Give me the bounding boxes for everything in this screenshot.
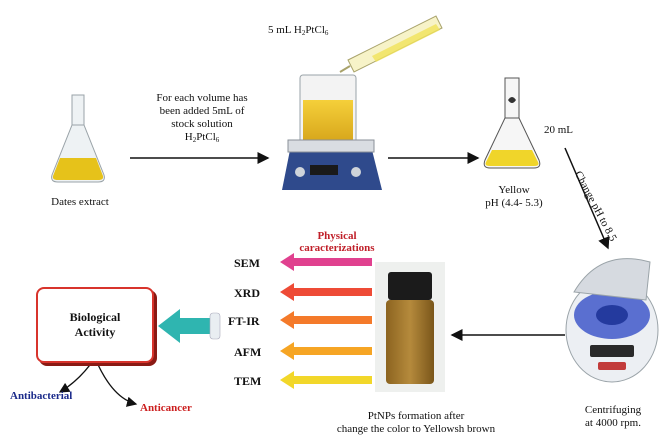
- ptnps-line-1: PtNPs formation after: [367, 410, 465, 422]
- hotplate-stirrer: [282, 74, 382, 190]
- centrifuge: [565, 258, 659, 383]
- centrifuge-line-1: Centrifuging: [584, 404, 642, 416]
- anticancer-label: Anticancer: [140, 402, 192, 414]
- volume-label: 20 mL: [544, 124, 574, 136]
- technique-tem: TEM: [234, 374, 262, 388]
- ptnps-line-2: change the color to Yellowsh brown: [336, 423, 496, 435]
- centrifuge-line-2: at 4000 rpm.: [585, 417, 641, 429]
- technique-arrow-1: [280, 253, 372, 271]
- technique-arrow-5: [280, 371, 372, 389]
- ptnps-vial: [375, 262, 445, 392]
- technique-afm: AFM: [234, 345, 262, 359]
- physical-characterizations-title: Physical caracterizations: [282, 230, 392, 254]
- physical-line-2: caracterizations: [299, 242, 375, 254]
- centrifuge-label: Centrifuging at 4000 rpm.: [566, 404, 660, 430]
- biological-activity-box: Biological Activity: [36, 287, 154, 363]
- yellow-label: Yellow: [498, 184, 530, 196]
- arrow-to-anticancer: [94, 357, 138, 407]
- technique-arrow-4: [280, 342, 372, 360]
- yellow-flask: [483, 77, 541, 169]
- technique-arrow-3: [280, 311, 372, 329]
- added-line-2: been added 5mL of: [159, 105, 245, 117]
- added-line-3: stock solution: [171, 118, 233, 130]
- added-line-1: For each volume has: [156, 92, 248, 104]
- ptnps-label: PtNPs formation after change the color t…: [318, 410, 514, 436]
- technique-ftir: FT-IR: [228, 314, 260, 328]
- pipette: [339, 15, 443, 73]
- dates-extract-label: Dates extract: [51, 196, 109, 208]
- technique-sem: SEM: [234, 256, 261, 270]
- arrow-to-biological: [158, 309, 221, 343]
- yellow-ph-label: Yellow pH (4.4- 5.3): [466, 184, 562, 210]
- added-formula: H2PtCl6: [184, 131, 220, 144]
- arrow-flask-to-centrifuge: [564, 147, 610, 250]
- arrow-to-antibacterial: [58, 357, 96, 393]
- technique-arrows: [280, 253, 372, 389]
- technique-xrd: XRD: [234, 286, 260, 300]
- bio-line-2: Activity: [74, 325, 116, 339]
- ph-range-label: pH (4.4- 5.3): [485, 197, 543, 209]
- physical-line-1: Physical: [317, 230, 357, 242]
- pipette-label: 5 mL H2PtCl6: [268, 24, 329, 37]
- technique-arrow-2: [280, 283, 372, 301]
- added-solution-label: For each volume has been added 5mL of st…: [140, 92, 264, 147]
- bio-line-1: Biological: [69, 310, 121, 324]
- dates-extract-flask: [51, 94, 105, 183]
- antibacterial-label: Antibacterial: [10, 390, 73, 402]
